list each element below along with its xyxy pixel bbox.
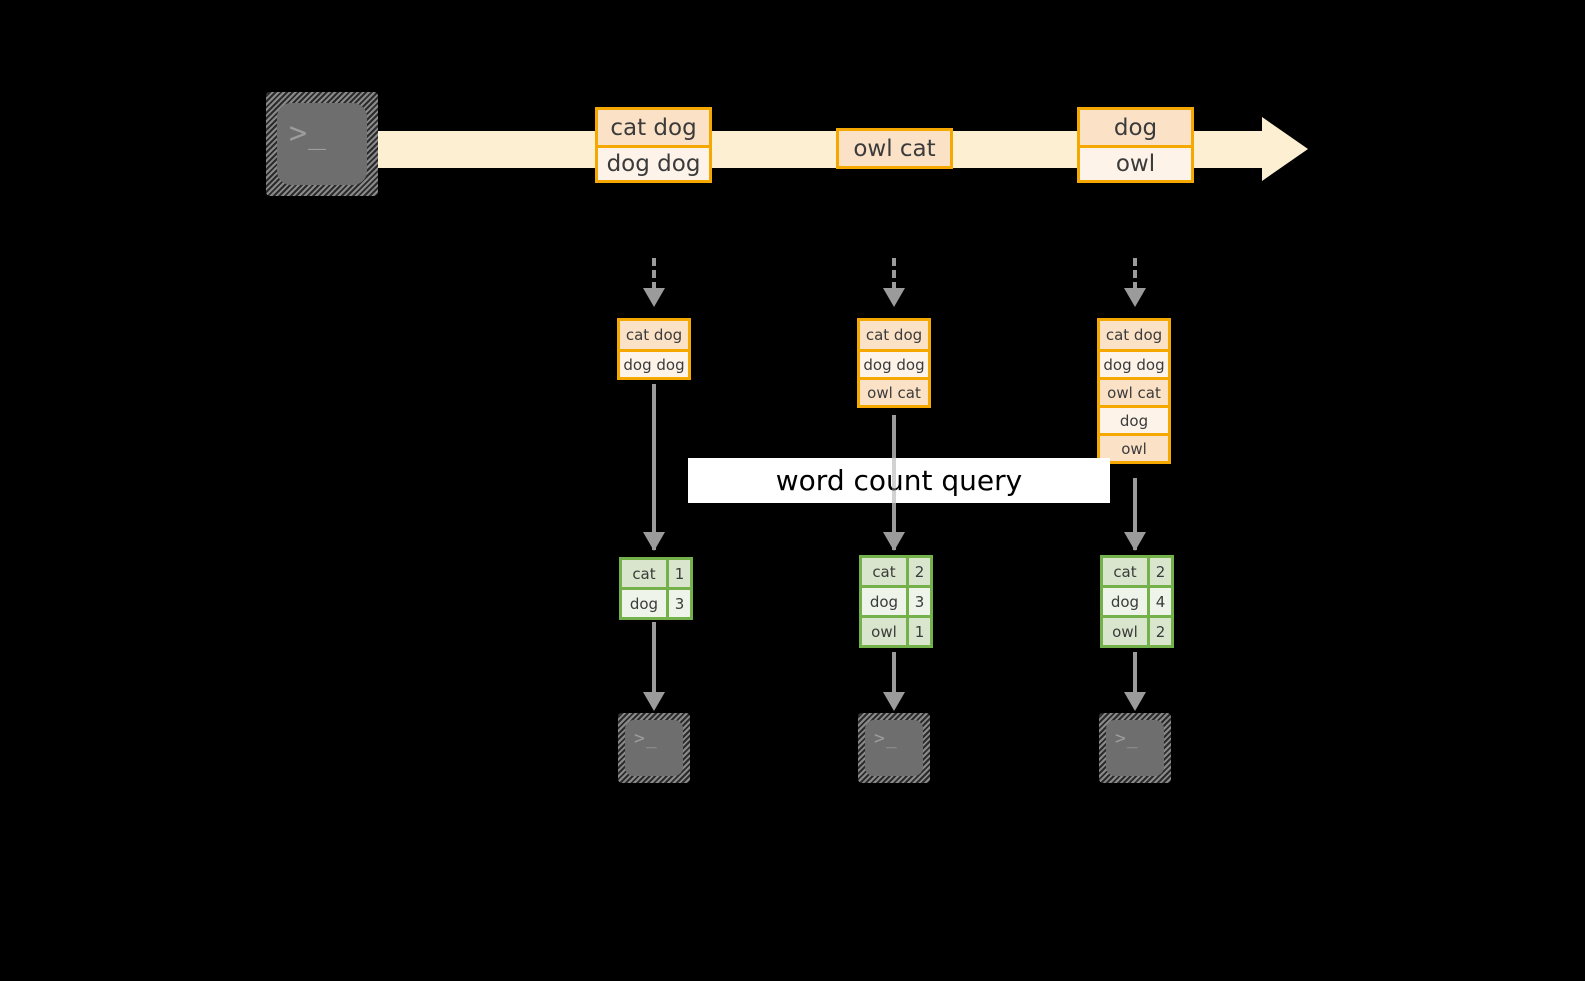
table-row: cat 1 [622, 560, 690, 587]
result-table-2: cat 2 dog 3 owl 1 [859, 555, 933, 648]
stream-arrowhead-icon [1262, 117, 1308, 181]
result-count: 2 [1146, 558, 1171, 585]
stream-message-line: owl cat [839, 131, 950, 166]
result-word: dog [862, 588, 906, 615]
result-word: owl [862, 618, 906, 645]
snapshot-table-2: cat dog dog dog owl cat [857, 318, 931, 408]
query-label: word count query [688, 458, 1110, 503]
snapshot-row: cat dog [1100, 321, 1168, 349]
terminal-prompt-icon: >_ [634, 728, 658, 749]
result-word: dog [1103, 588, 1147, 615]
result-to-sink-connector-1 [652, 622, 656, 702]
arrowhead-icon [883, 532, 905, 551]
result-word: dog [622, 590, 666, 617]
table-row: owl 2 [1103, 615, 1171, 645]
snapshot-row: owl [1100, 433, 1168, 461]
snapshot-to-result-connector-3 [1133, 478, 1137, 550]
source-terminal-screen: >_ [277, 103, 367, 185]
arrowhead-icon [883, 692, 905, 711]
table-row: dog 3 [862, 585, 930, 615]
result-count: 3 [665, 590, 690, 617]
terminal-prompt-icon: >_ [874, 728, 898, 749]
snapshot-row: dog dog [1100, 349, 1168, 377]
stream-message-line: cat dog [598, 110, 709, 145]
result-count: 3 [905, 588, 930, 615]
sink-terminal-screen: >_ [865, 720, 923, 776]
arrowhead-icon [643, 532, 665, 551]
terminal-prompt-icon: >_ [1115, 728, 1139, 749]
connector-overlay-2 [892, 458, 896, 503]
stream-message-line: dog [1080, 110, 1191, 145]
snapshot-row: owl cat [860, 377, 928, 405]
sink-terminal-2[interactable]: >_ [858, 713, 930, 783]
result-table-3: cat 2 dog 4 owl 2 [1100, 555, 1174, 648]
stream-to-snapshot-connector-3 [1133, 258, 1137, 290]
arrowhead-icon [643, 288, 665, 307]
snapshot-row: dog dog [620, 349, 688, 377]
snapshot-row: cat dog [860, 321, 928, 349]
table-row: dog 3 [622, 587, 690, 617]
snapshot-row: owl cat [1100, 377, 1168, 405]
table-row: dog 4 [1103, 585, 1171, 615]
sink-terminal-1[interactable]: >_ [618, 713, 690, 783]
stream-to-snapshot-connector-2 [892, 258, 896, 290]
stream-message-line: dog dog [598, 145, 709, 180]
result-word: cat [1103, 558, 1147, 585]
stream-message-2: owl cat [836, 128, 953, 169]
result-to-sink-connector-2 [892, 652, 896, 702]
result-count: 4 [1146, 588, 1171, 615]
snapshot-row: dog dog [860, 349, 928, 377]
arrowhead-icon [1124, 532, 1146, 551]
source-terminal[interactable]: >_ [266, 92, 378, 196]
arrowhead-icon [643, 692, 665, 711]
arrowhead-icon [883, 288, 905, 307]
result-to-sink-connector-3 [1133, 652, 1137, 702]
table-row: cat 2 [862, 558, 930, 585]
terminal-prompt-icon: >_ [289, 116, 328, 151]
sink-terminal-3[interactable]: >_ [1099, 713, 1171, 783]
snapshot-row: dog [1100, 405, 1168, 433]
table-row: owl 1 [862, 615, 930, 645]
result-word: owl [1103, 618, 1147, 645]
result-count: 1 [665, 560, 690, 587]
snapshot-table-1: cat dog dog dog [617, 318, 691, 380]
result-count: 2 [905, 558, 930, 585]
arrowhead-icon [1124, 288, 1146, 307]
result-table-1: cat 1 dog 3 [619, 557, 693, 620]
stream-message-1: cat dog dog dog [595, 107, 712, 183]
sink-terminal-screen: >_ [625, 720, 683, 776]
arrowhead-icon [1124, 692, 1146, 711]
result-count: 1 [905, 618, 930, 645]
stream-message-3: dog owl [1077, 107, 1194, 183]
table-row: cat 2 [1103, 558, 1171, 585]
sink-terminal-screen: >_ [1106, 720, 1164, 776]
stream-to-snapshot-connector-1 [652, 258, 656, 290]
result-word: cat [622, 560, 666, 587]
snapshot-to-result-connector-1 [652, 384, 656, 550]
result-count: 2 [1146, 618, 1171, 645]
snapshot-row: cat dog [620, 321, 688, 349]
snapshot-table-3: cat dog dog dog owl cat dog owl [1097, 318, 1171, 464]
result-word: cat [862, 558, 906, 585]
stream-message-line: owl [1080, 145, 1191, 180]
